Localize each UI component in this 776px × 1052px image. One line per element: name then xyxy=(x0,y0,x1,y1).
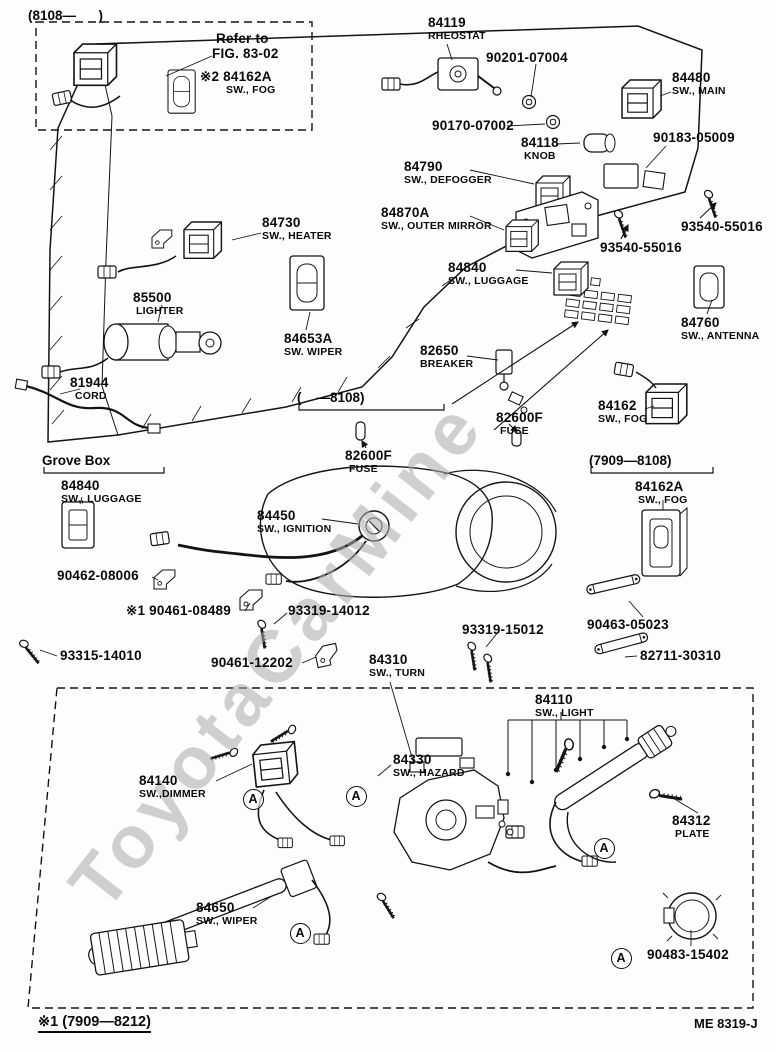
ignition-switch-graphic xyxy=(149,510,390,585)
fog-switch-84162A-graphic xyxy=(641,506,688,577)
fuse-right-graphic xyxy=(511,429,522,447)
relay-90183-graphic xyxy=(603,163,666,190)
mirror-switch-graphic xyxy=(505,219,539,252)
lighter-graphic xyxy=(41,323,222,379)
screw-93319-14012-graphic xyxy=(247,617,279,650)
screw-93319-15012-b-graphic xyxy=(473,651,505,684)
screw-93540-b-graphic xyxy=(605,207,638,239)
light-switch-bracket xyxy=(505,712,630,785)
heater-switch-graphic xyxy=(97,221,223,279)
antenna-switch-graphic xyxy=(693,265,725,309)
washer-90170-graphic xyxy=(545,114,561,130)
screw-assembly-b-graphic xyxy=(208,738,241,772)
bracket-90461-08489-graphic xyxy=(239,589,263,611)
production-range-top-left: (8108— ) xyxy=(28,8,104,23)
production-range-right: (7909—8108) xyxy=(589,453,672,468)
hazard-terminals-graphic xyxy=(475,805,514,836)
turn-switch-graphic xyxy=(393,737,557,874)
screw-assembly-c-graphic xyxy=(370,890,403,920)
glove-switch-graphic xyxy=(61,501,95,549)
wiper-rocker-graphic xyxy=(289,255,325,311)
dashed-frames xyxy=(27,21,754,1009)
range-brackets xyxy=(43,404,714,474)
light-switch-graphic xyxy=(549,724,677,867)
doc-code: ME 8319-J xyxy=(694,1016,758,1031)
screw-93540-a-graphic xyxy=(695,187,728,219)
fog-switch-8108-graphic xyxy=(51,43,196,114)
fog-switch-84162-graphic xyxy=(613,361,688,425)
clamp-graphic xyxy=(662,892,722,942)
cord-graphic xyxy=(14,378,161,434)
plate-84312-graphic xyxy=(646,779,684,813)
knob-graphic xyxy=(583,133,616,153)
dimmer-switch-graphic xyxy=(251,740,345,849)
grove-box-label: Grove Box xyxy=(42,453,111,468)
strap-82711-graphic xyxy=(593,631,650,656)
footnote: ※1 (7909—8212) xyxy=(38,1014,151,1033)
bracket-90461-12202-graphic xyxy=(313,642,341,669)
steering-column-graphic xyxy=(259,465,557,598)
ribbed-pad-graphic xyxy=(89,919,198,976)
screw-93315-graphic xyxy=(14,637,46,665)
screw-light-switch-graphic xyxy=(549,736,580,774)
dashboard-outline xyxy=(47,25,703,443)
strap-90463-graphic xyxy=(585,573,642,596)
leader-lines xyxy=(39,43,713,946)
main-switch-graphic xyxy=(621,79,662,119)
fuse-left-graphic xyxy=(355,421,366,441)
rheostat-graphic xyxy=(381,57,502,96)
breaker-graphic xyxy=(495,349,528,414)
screw-93319-15012-a-graphic xyxy=(457,639,489,672)
production-range-mid: ( —8108) xyxy=(297,390,365,405)
luggage-switch-graphic xyxy=(553,261,589,296)
arrow-leaders xyxy=(361,202,717,449)
washer-90201-graphic xyxy=(521,94,537,110)
